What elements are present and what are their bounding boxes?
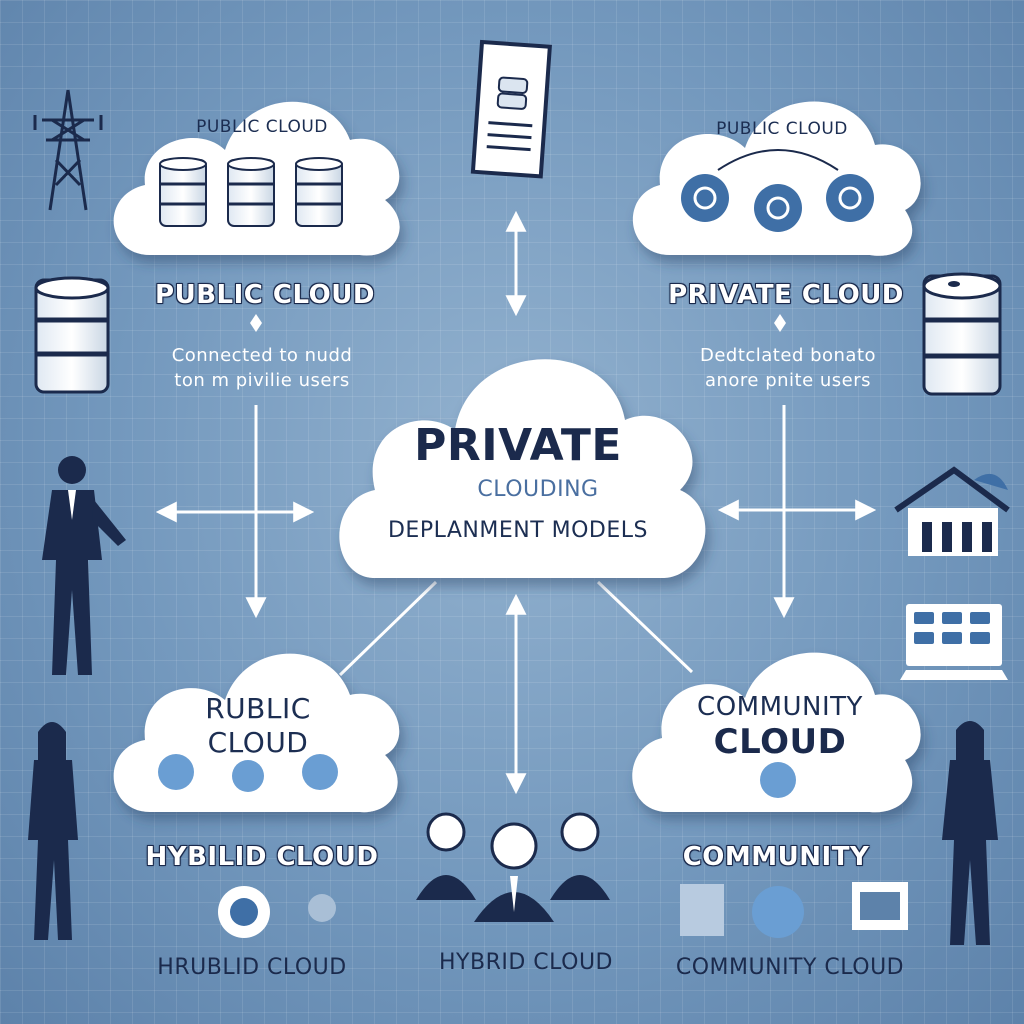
bubble-icons-bottom-left	[158, 754, 338, 792]
community-caption: COMMUNITY CLOUD	[675, 955, 905, 980]
left-desc-line1: Connected to nudd	[171, 345, 353, 366]
bubble-icon	[302, 754, 338, 790]
community-heading: COMMUNITY	[682, 842, 870, 872]
cloud-bottom-right	[632, 652, 921, 813]
right-heading: PRIVATE CLOUD	[668, 280, 904, 310]
cloud-center	[339, 359, 706, 579]
database-icon	[295, 157, 343, 227]
document-icon	[470, 39, 552, 179]
center-title: PRIVATE	[414, 420, 622, 471]
line-center-right	[596, 580, 694, 674]
database-icon	[159, 157, 207, 227]
person-icon-left-man	[42, 456, 126, 675]
power-tower-icon	[33, 89, 103, 211]
house-icon	[894, 466, 1010, 556]
team-group-icon	[416, 812, 610, 922]
database-icon-right	[922, 272, 1002, 396]
small-bottom-icons	[218, 882, 908, 938]
faded-circle-icon	[308, 894, 336, 922]
laptop-icon	[900, 604, 1008, 680]
bottom-left-cloud-line2: CLOUD	[207, 726, 309, 759]
bottom-center-caption: HYBRID CLOUD	[439, 950, 613, 975]
bubble-icon	[232, 760, 264, 792]
circle-icon	[752, 886, 804, 938]
node-circle-icon	[826, 174, 874, 222]
database-icon	[227, 157, 275, 227]
person-icon-right-woman	[942, 721, 998, 945]
bubble-icon-bottom-right	[760, 762, 796, 798]
bottom-right-cloud-line2: CLOUD	[713, 722, 847, 762]
bottom-left-cloud-line1: RUBLIC	[205, 692, 311, 725]
left-heading: PUBLIC CLOUD	[155, 280, 375, 310]
node-circle-icon	[754, 184, 802, 232]
right-desc-line2: anore pnite users	[704, 370, 872, 391]
node-circle-icon	[681, 174, 729, 222]
person-icon-left-woman	[28, 722, 78, 940]
bottom-right-cloud-line1: COMMUNITY	[697, 692, 863, 722]
panel-icon	[680, 884, 724, 936]
line-center-left	[338, 580, 438, 677]
center-subtitle: CLOUDING	[477, 477, 599, 502]
node-icons-top-right	[681, 149, 874, 232]
top-right-cloud-label: PUBLIC CLOUD	[716, 119, 848, 139]
left-desc-line2: ton m pivilie users	[174, 370, 350, 391]
top-left-cloud-label: PUBLIC CLOUD	[196, 117, 328, 137]
hybrid-caption: HRUBLID CLOUD	[157, 955, 347, 980]
node-dot-right	[774, 314, 786, 332]
database-icons-top-left	[159, 157, 343, 227]
database-icon-left	[34, 276, 110, 394]
link-arc	[717, 149, 839, 171]
hybrid-heading: HYBILID CLOUD	[145, 842, 379, 872]
connector-lines	[155, 210, 877, 795]
node-dot-left	[250, 314, 262, 332]
right-desc-line1: Dedtclated bonato	[699, 345, 877, 366]
center-caption: DEPLANMENT MODELS	[387, 518, 649, 543]
bubble-icon	[158, 754, 194, 790]
node-dots	[250, 314, 786, 332]
